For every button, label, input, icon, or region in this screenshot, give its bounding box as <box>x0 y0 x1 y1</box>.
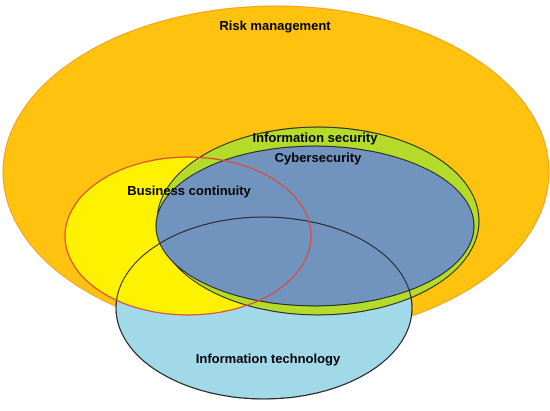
cybersecurity-label: Cybersecurity <box>275 150 362 165</box>
business-continuity-outline <box>64 156 312 316</box>
risk-management-label: Risk management <box>219 18 331 33</box>
business-continuity-label: Business continuity <box>127 183 251 198</box>
information-technology-label: Information technology <box>196 351 341 366</box>
information-technology-outline <box>115 216 413 400</box>
cybersecurity-ellipse <box>155 145 475 307</box>
information-security-label: Information security <box>253 130 379 145</box>
